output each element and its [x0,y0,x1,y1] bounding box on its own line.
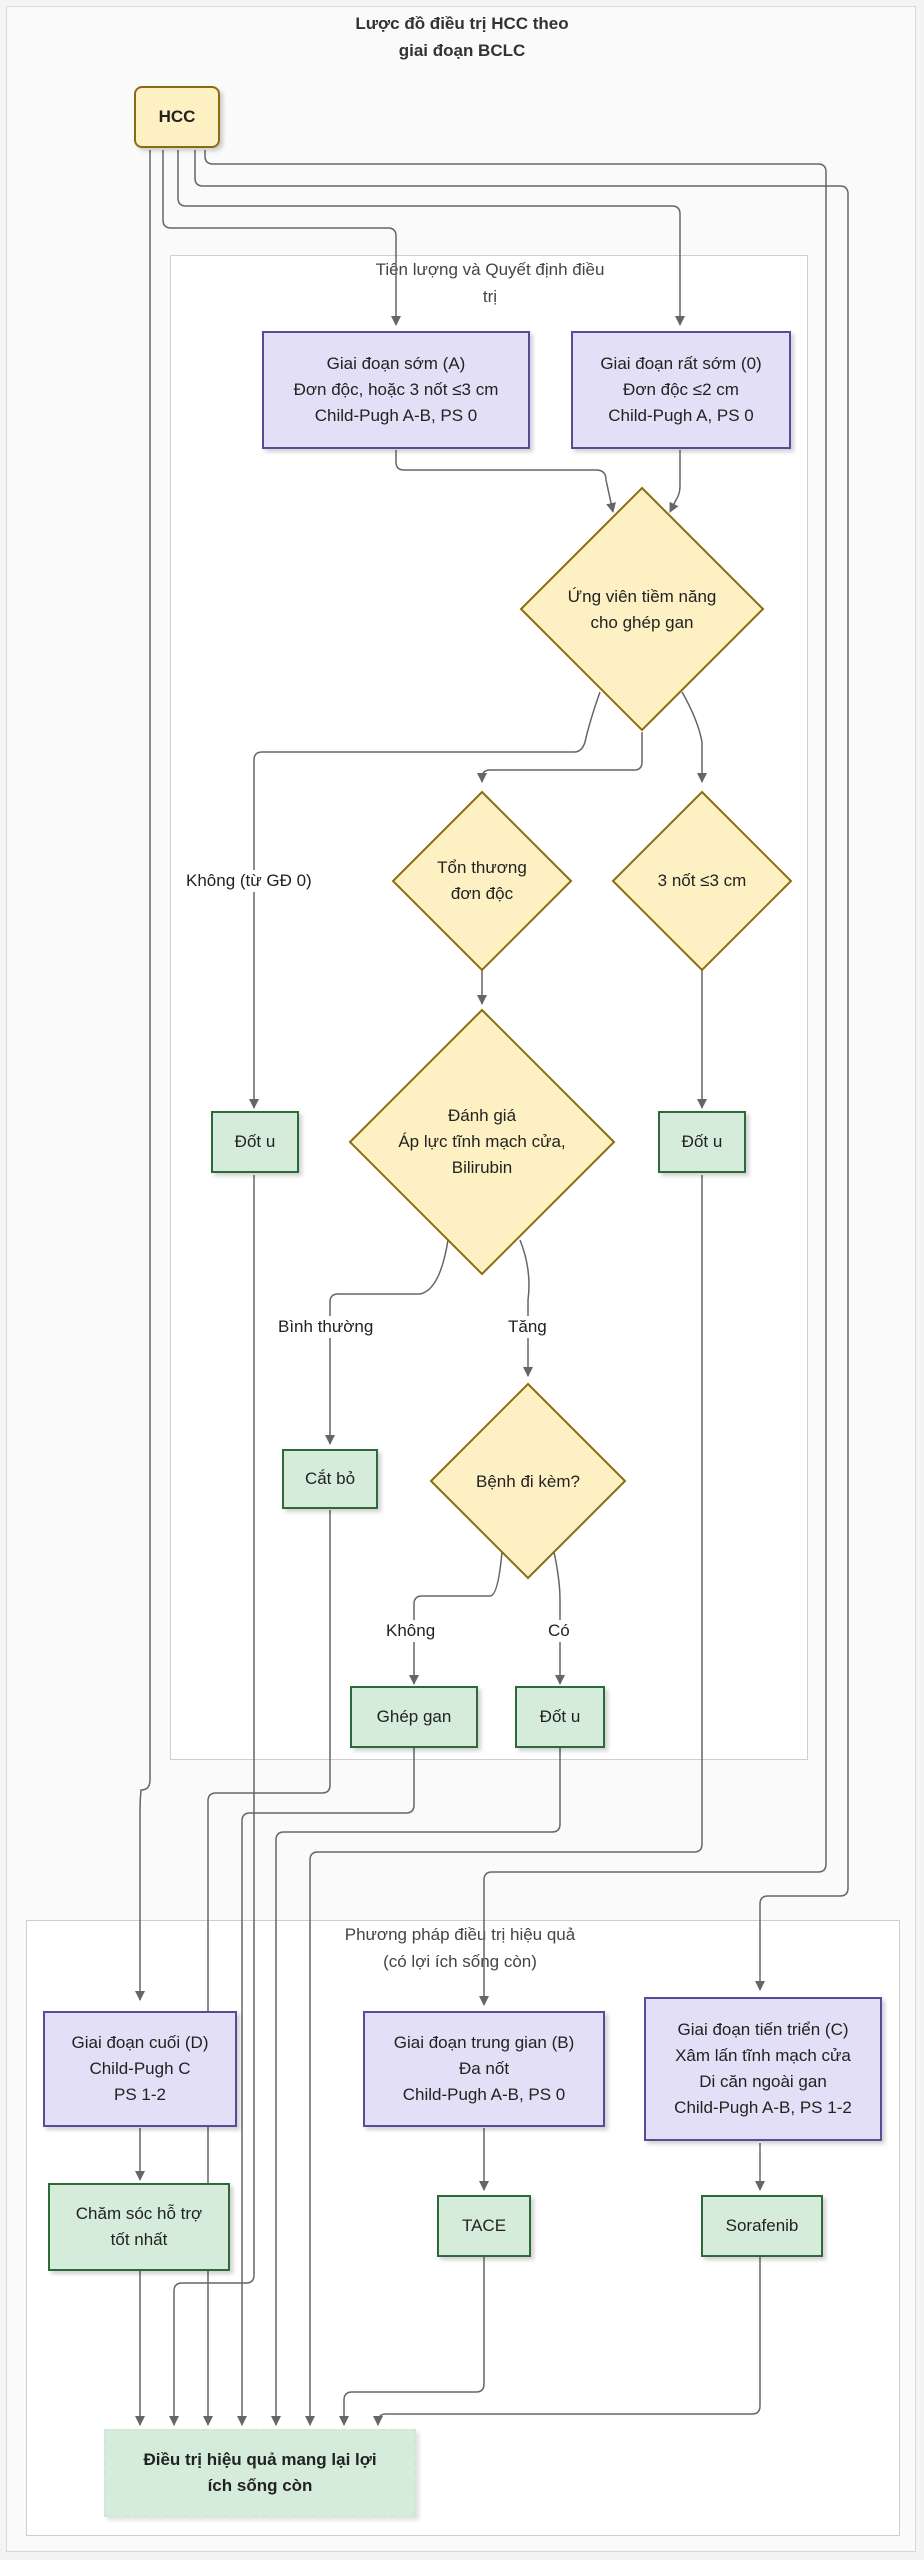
node-text: Tổn thương [437,858,527,877]
node-text: TACE [461,2216,507,2235]
node-text: Áp lực tĩnh mạch cửa, [398,1132,566,1151]
edge-label-increased: Tăng [506,1316,549,1338]
edge-very-early-to-candidate [669,450,681,513]
node-text: Đơn độc, hoặc 3 nốt ≤3 cm [293,380,499,399]
node-text: Giai đoạn rất sớm (0) [600,354,762,373]
decision-candidate[interactable]: Ứng viên tiềm năng cho ghép gan [532,574,752,646]
decision-three-shape[interactable] [611,790,793,972]
node-text: Child-Pugh C [89,2059,191,2078]
node-ablation-1[interactable]: Đốt u [211,1111,299,1173]
edge-label-yes: Có [546,1620,572,1642]
diagram-title: Lược đồ điều trị HCC theo giai đoạn BCLC [262,10,662,64]
edge-tace-to-outcome [339,2257,485,2426]
decision-assess-shape[interactable] [348,1008,616,1276]
node-resection[interactable]: Cắt bỏ [282,1449,378,1509]
edge-label-no-from-0: Không (từ GĐ 0) [184,870,314,892]
node-text: Bệnh đi kèm? [476,1472,580,1491]
edge-hcc-intermediate-b [204,150,827,2006]
node-text: Đốt u [234,1132,276,1151]
cluster-label-line: (có lợi ích sống còn) [383,1952,537,1971]
node-text: Đánh giá [447,1106,517,1125]
node-text: Sorafenib [725,2216,799,2235]
title-line: giai đoạn BCLC [398,41,526,60]
edge-ablation1-to-outcome [169,1175,255,2426]
node-hcc[interactable]: HCC [134,86,220,148]
edge-assess-to-comorbidity [519,1239,533,1377]
decision-comorbidity[interactable]: Bệnh đi kèm? [448,1467,608,1497]
decision-three-nodules[interactable]: 3 nốt ≤3 cm [622,866,782,896]
edge-comorbidity-to-transplant [409,1551,503,1685]
node-text: Ứng viên tiềm năng [567,587,717,606]
edge-early-to-candidate [395,450,616,513]
node-text: Cắt bỏ [304,1469,356,1488]
node-intermediate-b[interactable]: Giai đoạn trung gian (B) Đa nốt Child-Pu… [363,2011,605,2127]
node-text: đơn độc [450,884,514,903]
edge-hcc-terminal-d [135,150,151,2001]
edge-assess-to-resection [325,1239,449,1445]
decision-single-lesion[interactable]: Tổn thương đơn độc [412,853,552,909]
node-text: Child-Pugh A, PS 0 [608,406,754,425]
edge-candidate-to-single [477,732,643,783]
node-text: Bilirubin [451,1158,513,1177]
node-best-support[interactable]: Chăm sóc hỗ trợ tốt nhất [48,2183,230,2271]
title-line: Lược đồ điều trị HCC theo [355,14,569,33]
decision-assess-portal[interactable]: Đánh giá Áp lực tĩnh mạch cửa, Bilirubin [382,1100,582,1184]
node-text: ích sống còn [207,2476,313,2495]
node-terminal-d[interactable]: Giai đoạn cuối (D) Child-Pugh C PS 1-2 [43,2011,237,2127]
node-text: Giai đoạn trung gian (B) [393,2033,575,2052]
node-text: Giai đoạn sớm (A) [326,354,466,373]
edge-ablation2-to-outcome [305,1175,703,2426]
node-text: cho ghép gan [590,613,694,632]
node-text: Child-Pugh A-B, PS 0 [402,2085,566,2104]
decision-candidate-shape[interactable] [519,486,765,732]
edge-sorafenib-to-outcome [373,2257,761,2426]
node-ablation-3[interactable]: Đốt u [515,1686,605,1748]
edge-transplant-to-outcome [237,1748,415,2426]
node-outcome[interactable]: Điều trị hiệu quả mang lại lợi ích sống … [104,2429,416,2517]
node-text: Giai đoạn tiến triển (C) [677,2020,849,2039]
node-text: PS 1-2 [114,2085,166,2104]
node-tace[interactable]: TACE [437,2195,531,2257]
edge-hcc-advanced-c [194,150,849,1991]
edge-label-normal: Bình thường [276,1316,376,1338]
node-text: Giai đoạn cuối (D) [71,2033,209,2052]
node-text: Đa nốt [458,2059,510,2078]
edge-comorbidity-to-ablation3 [553,1551,565,1685]
edge-hcc-very-early-0 [177,150,685,326]
node-text: Di căn ngoài gan [699,2072,827,2091]
node-text: HCC [158,107,196,126]
node-text: Ghép gan [376,1707,452,1726]
edge-hcc-early-a [162,150,401,326]
node-text: Child-Pugh A-B, PS 1-2 [674,2098,852,2117]
node-early-a[interactable]: Giai đoạn sớm (A) Đơn độc, hoặc 3 nốt ≤3… [262,331,530,449]
cluster-effective-label: Phương pháp điều trị hiệu quả (có lợi íc… [290,1921,630,1975]
node-text: Child-Pugh A-B, PS 0 [314,406,478,425]
node-text: Điều trị hiệu quả mang lại lợi [143,2450,377,2469]
node-text: Chăm sóc hỗ trợ [75,2204,203,2223]
edge-label-no: Không [384,1620,438,1642]
node-sorafenib[interactable]: Sorafenib [701,2195,823,2257]
node-ablation-2[interactable]: Đốt u [658,1111,746,1173]
node-transplant[interactable]: Ghép gan [350,1686,478,1748]
decision-comorbidity-shape[interactable] [429,1382,627,1580]
cluster-prognosis-label: Tiên lượng và Quyết định điều trị [320,256,660,310]
cluster-label-line: trị [482,287,498,306]
cluster-label-line: Tiên lượng và Quyết định điều [375,260,605,279]
node-text: tốt nhất [110,2230,168,2249]
node-very-early-0[interactable]: Giai đoạn rất sớm (0) Đơn độc ≤2 cm Chil… [571,331,791,449]
decision-single-shape[interactable] [391,790,573,972]
edge-ablation3-to-outcome [271,1748,561,2426]
edge-resection-to-outcome [203,1510,331,2426]
node-text: Đốt u [539,1707,581,1726]
edge-candidate-to-three [681,691,707,783]
node-text: Đơn độc ≤2 cm [623,380,739,399]
cluster-label-line: Phương pháp điều trị hiệu quả [344,1925,576,1944]
node-text: 3 nốt ≤3 cm [657,871,747,890]
node-text: Xâm lấn tĩnh mạch cửa [675,2046,851,2065]
edge-candidate-to-ablation1 [249,691,601,1109]
node-advanced-c[interactable]: Giai đoạn tiến triển (C) Xâm lấn tĩnh mạ… [644,1997,882,2141]
node-text: Đốt u [681,1132,723,1151]
